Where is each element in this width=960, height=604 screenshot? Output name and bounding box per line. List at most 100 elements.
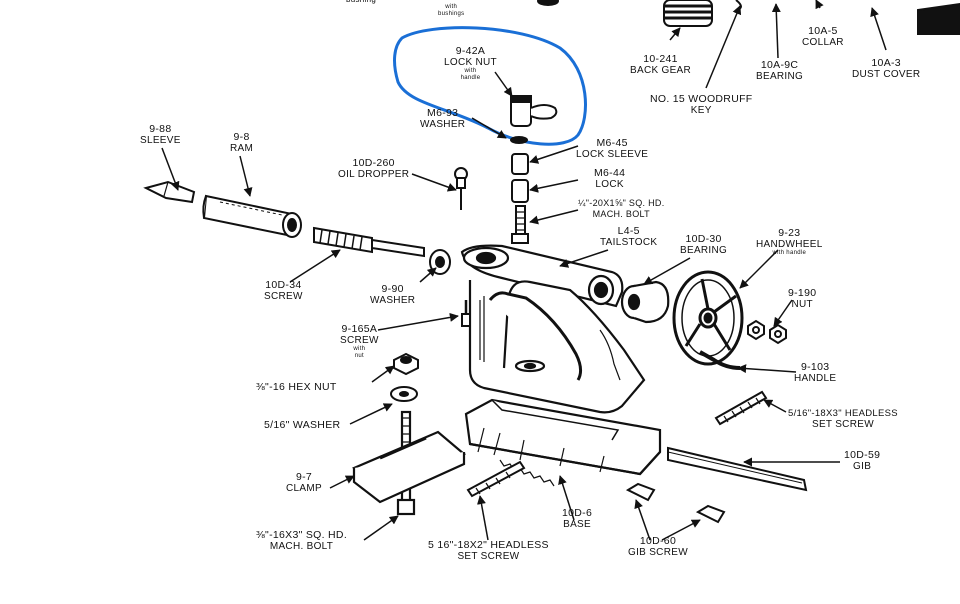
label-set-screw-2-desc: SET SCREW	[457, 551, 520, 562]
label-9-165a-s2: nut	[354, 353, 364, 359]
label-10a-5-desc: COLLAR	[802, 37, 844, 48]
top-fragments	[537, 0, 960, 35]
label-9-90: 9-90 WASHER	[370, 284, 416, 307]
label-woodruff-key-desc: KEY	[690, 105, 712, 116]
label-m6-93: M6-93 WASHER	[420, 107, 466, 131]
label-9-8-number: 9-8	[233, 131, 250, 143]
lock-part	[511, 179, 529, 203]
label-10d-6-number: 10D-6	[562, 507, 593, 519]
label-m6-44-desc: LOCK	[595, 179, 624, 190]
leader-lines	[161, 0, 887, 541]
label-bushing-top-text: bushing	[346, 0, 376, 4]
label-m6-45: M6-45 LOCK SLEEVE	[576, 137, 649, 161]
label-10d-6-desc: BASE	[563, 519, 591, 530]
label-9-190-desc: NUT	[791, 299, 813, 310]
label-m6-44-number: M6-44	[594, 167, 626, 179]
handwheel-part	[672, 270, 744, 370]
label-9-165a-number: 9-165A	[341, 323, 378, 335]
hex-nut-part	[393, 352, 419, 376]
screw-part	[313, 226, 425, 258]
label-with-bushings-s1: with	[445, 4, 458, 10]
label-10a-3-number: 10A-3	[871, 57, 901, 69]
label-10d-30-number: 10D-30	[685, 233, 722, 245]
label-m6-93-number: M6-93	[427, 107, 459, 119]
label-9-8-desc: RAM	[230, 143, 254, 154]
label-10a-5-number: 10A-5	[808, 25, 838, 37]
label-10d-30: 10D-30 BEARING	[680, 233, 728, 257]
label-10d-34-desc: SCREW	[264, 291, 303, 302]
label-10d-6: 10D-6 BASE	[562, 507, 593, 531]
dust-cover-part	[917, 2, 960, 35]
washer-516-part	[390, 386, 418, 402]
lock-nut-part	[510, 95, 558, 127]
label-9-190: 9-190 NUT	[788, 287, 817, 311]
oil-dropper-part	[454, 167, 468, 210]
base-part	[464, 398, 662, 487]
label-9-88: 9-88 SLEEVE	[140, 123, 181, 147]
label-m6-93-desc: WASHER	[420, 119, 466, 130]
label-with-bushings-s2: bushings	[438, 11, 465, 17]
screw-165a-part	[461, 300, 471, 327]
label-10d-30-desc: BEARING	[680, 245, 728, 256]
label-washer-516-text: 5/16" WASHER	[264, 419, 341, 431]
label-9-90-desc: WASHER	[370, 295, 416, 306]
label-10d-260-number: 10D-260	[352, 157, 395, 169]
label-10d-59: 10D-59 GIB	[844, 449, 881, 473]
label-m6-45-desc: LOCK SLEEVE	[576, 149, 649, 160]
label-9-42a-s1: with	[464, 68, 477, 74]
set-screw-2-part	[466, 460, 526, 498]
label-sq-bolt-bottom-desc: MACH. BOLT	[269, 541, 334, 552]
label-9-165a-desc: SCREW	[340, 335, 379, 346]
label-bushing-top: bushing	[346, 0, 376, 4]
label-9-42a: 9-42A LOCK NUT with handle	[444, 46, 497, 82]
label-10d-260: 10D-260 OIL DROPPER	[338, 157, 410, 181]
label-set-screw-3: 5/16"-18x3" HEADLESS SET SCREW	[788, 408, 898, 430]
label-9-42a-number: 9-42A	[455, 45, 486, 57]
label-sq-bolt-top-number: ¼"-20x1⅝" SQ. HD.	[578, 198, 665, 208]
label-set-screw-2: 5 16"-18x2" HEADLESS SET SCREW	[428, 539, 549, 563]
washer-part	[510, 136, 528, 144]
label-l4-5: L4-5 TAILSTOCK	[600, 226, 657, 249]
ram-part	[202, 194, 302, 238]
sq-head-bolt-top-part	[511, 205, 529, 244]
label-9-103: 9-103 HANDLE	[794, 361, 836, 385]
label-10-241-desc: BACK GEAR	[630, 65, 692, 76]
set-screw-3-part	[714, 390, 768, 426]
label-woodruff-key-number: NO. 15 WOODRUFF	[650, 93, 753, 105]
label-10-241: 10-241 BACK GEAR	[630, 53, 692, 77]
label-9-42a-desc: LOCK NUT	[444, 57, 497, 68]
label-hex-nut: ⅜"-16 HEX NUT	[256, 382, 337, 393]
label-10d-60-desc: GIB SCREW	[628, 547, 688, 558]
label-9-8: 9-8 RAM	[230, 131, 254, 155]
back-gear-part	[663, 0, 713, 27]
label-10d-260-desc: OIL DROPPER	[338, 169, 410, 180]
sleeve-part	[143, 180, 196, 204]
label-9-190-number: 9-190	[788, 287, 817, 299]
label-woodruff-key: NO. 15 WOODRUFF KEY	[650, 93, 753, 117]
label-10d-34-number: 10D-34	[265, 279, 302, 291]
label-9-88-desc: SLEEVE	[140, 135, 181, 146]
label-9-7-desc: CLAMP	[286, 483, 322, 494]
label-9-7: 9-7 CLAMP	[286, 472, 322, 495]
gib-part	[667, 446, 808, 492]
label-9-23-number: 9-23	[778, 227, 801, 239]
label-m6-45-number: M6-45	[596, 137, 628, 149]
clamp-part	[352, 410, 467, 516]
label-9-103-number: 9-103	[801, 361, 830, 373]
bearing-part	[620, 280, 670, 324]
label-10-241-number: 10-241	[643, 53, 678, 65]
label-10d-59-number: 10D-59	[844, 449, 881, 461]
label-10a-9c-desc: BEARING	[756, 71, 804, 82]
label-9-23-sub: with handle	[772, 250, 807, 256]
label-9-23-desc: HANDWHEEL	[756, 239, 823, 250]
label-10d-60: 10D-60 GIB SCREW	[628, 536, 688, 559]
label-9-165a: 9-165A SCREW with nut	[340, 324, 379, 360]
label-9-165a-s1: with	[353, 346, 366, 352]
label-set-screw-3-desc: SET SCREW	[811, 419, 874, 430]
label-set-screw-2-number: 5 16"-18x2" HEADLESS	[428, 539, 549, 551]
tailstock-part	[460, 244, 646, 414]
highlight-circle	[393, 26, 587, 146]
label-sq-bolt-bottom-number: ⅜"-16x3" SQ. HD.	[256, 529, 348, 541]
label-9-88-number: 9-88	[149, 123, 172, 135]
